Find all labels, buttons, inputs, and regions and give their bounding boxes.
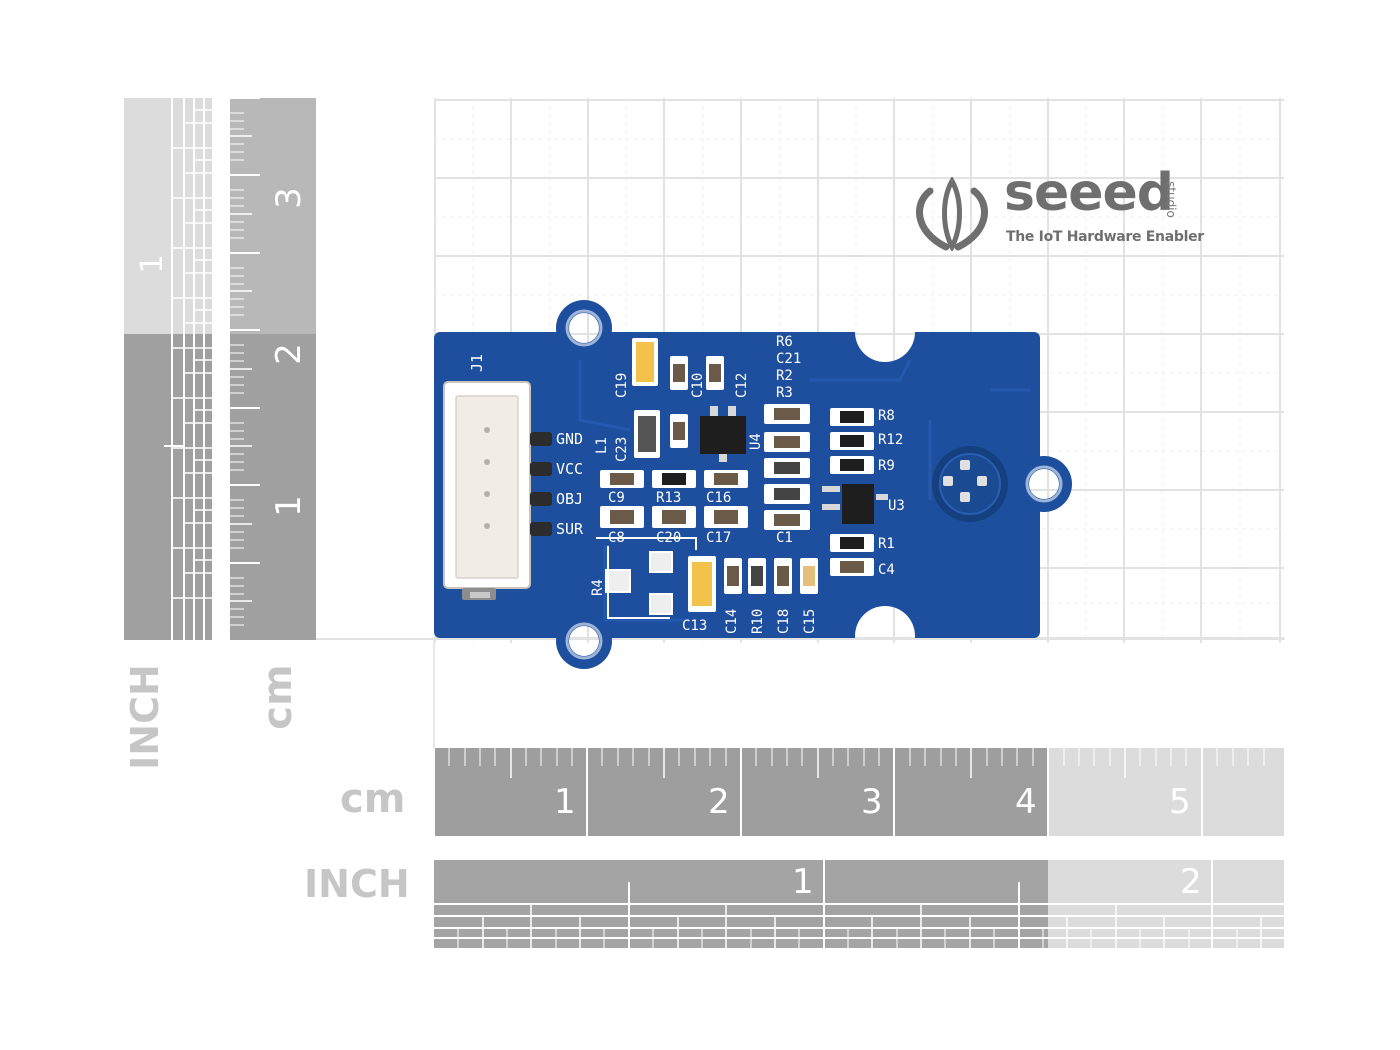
horizontal-cm-number-5: 5 bbox=[1169, 782, 1191, 822]
label-c23: C23 bbox=[614, 436, 630, 462]
label-c1: C1 bbox=[776, 530, 793, 546]
label-c9: C9 bbox=[608, 490, 625, 506]
horizontal-inch-ruler: 1 2 bbox=[434, 860, 1284, 948]
label-r1: R1 bbox=[878, 536, 895, 552]
vertical-cm-label: cm bbox=[255, 664, 301, 730]
horizontal-inch-label: INCH bbox=[304, 862, 410, 906]
label-c17: C17 bbox=[706, 530, 732, 546]
label-r12: R12 bbox=[878, 432, 904, 448]
seeed-tagline: The IoT Hardware Enabler bbox=[1006, 229, 1204, 245]
label-c4: C4 bbox=[878, 562, 895, 578]
baseline-line bbox=[315, 638, 1285, 640]
label-c10: C10 bbox=[690, 372, 706, 398]
horizontal-cm-number-2: 2 bbox=[708, 782, 730, 822]
seeed-leaf-icon bbox=[916, 177, 988, 251]
horizontal-cm-number-3: 3 bbox=[861, 782, 883, 822]
label-u4: U4 bbox=[748, 433, 764, 450]
horizontal-inch-number-1: 1 bbox=[792, 862, 814, 902]
label-c20: C20 bbox=[656, 530, 682, 546]
label-c21: C21 bbox=[776, 351, 802, 367]
label-c8: C8 bbox=[608, 530, 625, 546]
label-r8: R8 bbox=[878, 408, 895, 424]
pin-vcc: VCC bbox=[556, 460, 584, 478]
label-c14: C14 bbox=[724, 608, 740, 634]
pcb-board bbox=[434, 300, 1072, 669]
label-r6: R6 bbox=[776, 334, 793, 350]
vertical-inch-number: 1 bbox=[135, 254, 170, 274]
pin-gnd: GND bbox=[556, 430, 584, 448]
label-c15: C15 bbox=[802, 608, 818, 634]
label-r9: R9 bbox=[878, 458, 895, 474]
seeed-studio-text: studio bbox=[1164, 181, 1178, 218]
vertical-cm-ruler: 3 2 1 bbox=[230, 98, 316, 640]
horizontal-cm-number-4: 4 bbox=[1015, 782, 1037, 822]
label-u3: U3 bbox=[888, 498, 905, 514]
label-r4: R4 bbox=[590, 579, 606, 596]
horizontal-cm-number-1: 1 bbox=[554, 782, 576, 822]
pin-sur: SUR bbox=[556, 520, 584, 538]
label-c16: C16 bbox=[706, 490, 732, 506]
label-r13: R13 bbox=[656, 490, 682, 506]
vertical-cm-number-2: 2 bbox=[269, 343, 309, 365]
vertical-cm-number-3: 3 bbox=[269, 187, 309, 209]
horizontal-inch-number-2: 2 bbox=[1180, 862, 1202, 902]
label-c12: C12 bbox=[734, 372, 750, 398]
label-j1: J1 bbox=[468, 353, 486, 372]
vertical-inch-ruler: 1 bbox=[124, 98, 212, 640]
vertical-cm-number-1: 1 bbox=[269, 495, 309, 517]
label-r2: R2 bbox=[776, 368, 793, 384]
label-r3: R3 bbox=[776, 385, 793, 401]
label-c13: C13 bbox=[682, 618, 708, 634]
label-c19: C19 bbox=[614, 372, 630, 398]
vertical-inch-label: INCH bbox=[123, 664, 167, 770]
left-margin-line bbox=[433, 640, 435, 750]
horizontal-cm-label: cm bbox=[340, 776, 406, 822]
label-r10: R10 bbox=[750, 608, 766, 634]
label-c18: C18 bbox=[776, 608, 792, 634]
label-l1: L1 bbox=[594, 437, 610, 454]
seeed-logo: seeed studio The IoT Hardware Enabler bbox=[910, 163, 1210, 255]
seeed-brand-text: seeed bbox=[1004, 163, 1174, 223]
horizontal-cm-ruler: 1 2 3 4 5 bbox=[434, 748, 1284, 836]
pin-obj: OBJ bbox=[556, 490, 584, 508]
